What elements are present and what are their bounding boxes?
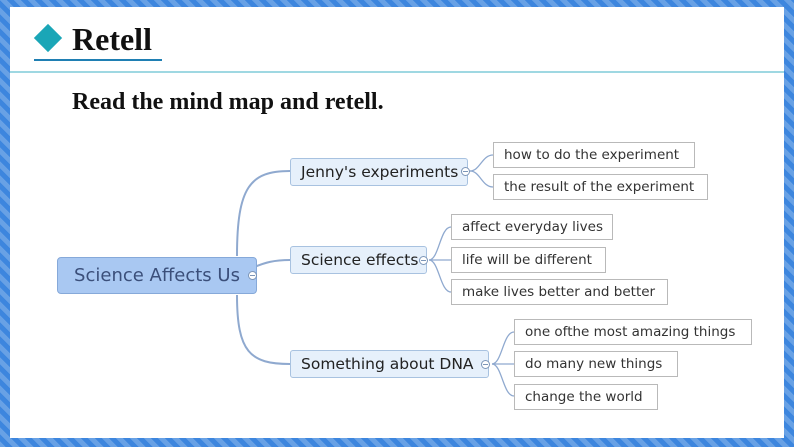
leaf-life-will-be-different[interactable]: life will be different — [451, 247, 606, 273]
connector-root-branch3 — [236, 294, 291, 365]
mindmap-root[interactable]: Science Affects Us — [57, 257, 257, 294]
collapse-icon[interactable] — [248, 271, 257, 280]
leaf-how-to-do-experiment[interactable]: how to do the experiment — [493, 142, 695, 168]
leaf-change-the-world[interactable]: change the world — [514, 384, 658, 410]
leaf-most-amazing-things[interactable]: one ofthe most amazing things — [514, 319, 752, 345]
leaf-make-lives-better[interactable]: make lives better and better — [451, 279, 668, 305]
connector-b3-l1 — [491, 331, 515, 365]
connector-b1-l2 — [469, 170, 494, 188]
connector-b1-l1 — [469, 154, 494, 172]
page-title: Retell — [72, 21, 152, 57]
branch-jennys-experiments[interactable]: Jenny's experiments — [290, 158, 468, 186]
connector-b2-l3 — [428, 259, 452, 293]
connector-b2-l1 — [428, 226, 452, 261]
mindmap-connectors — [236, 154, 515, 397]
leaf-do-many-new-things[interactable]: do many new things — [514, 351, 678, 377]
header-divider — [10, 71, 784, 73]
connector-root-branch1 — [236, 170, 291, 257]
collapse-icon[interactable] — [461, 167, 470, 176]
collapse-icon[interactable] — [419, 256, 428, 265]
collapse-icon[interactable] — [481, 360, 490, 369]
branch-science-effects[interactable]: Science effects — [290, 246, 427, 274]
connector-b3-l3 — [491, 363, 515, 397]
branch-something-about-dna[interactable]: Something about DNA — [290, 350, 489, 378]
leaf-result-of-experiment[interactable]: the result of the experiment — [493, 174, 708, 200]
title-underline — [34, 59, 162, 61]
slide: Retell Read the mind map and retell. Sci… — [10, 7, 784, 438]
instruction-text: Read the mind map and retell. — [72, 89, 384, 115]
leaf-affect-everyday-lives[interactable]: affect everyday lives — [451, 214, 613, 240]
